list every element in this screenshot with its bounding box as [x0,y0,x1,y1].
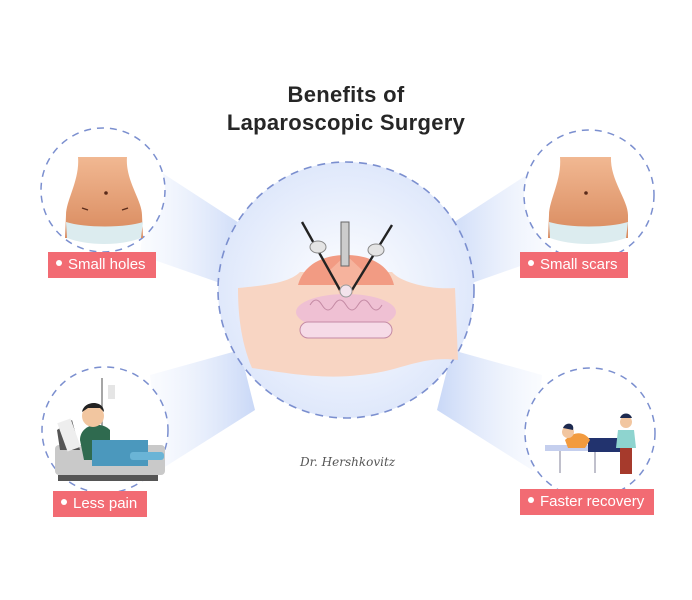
label-small-scars: Small scars [520,252,628,278]
label-text: Small scars [540,256,618,273]
bullet-dot-icon [528,260,534,267]
label-small-holes: Small holes [48,252,156,278]
illustration-small-holes [40,127,166,253]
label-less-pain: Less pain [53,491,148,517]
label-text: Faster recovery [540,493,645,510]
title-line-2: Laparoscopic Surgery [226,110,466,135]
center-illustration [217,161,475,419]
bullet-dot-icon [61,499,67,506]
label-text: Less pain [73,495,138,512]
illustration-faster-recovery [524,367,656,499]
illustration-less-pain [41,366,169,494]
label-faster-recovery: Faster recovery [520,489,655,515]
bullet-dot-icon [56,260,62,267]
bullet-dot-icon [528,497,534,504]
beam-bottom-right [437,350,542,470]
label-text: Small holes [68,256,146,273]
beam-bottom-left [150,350,255,470]
signature: Dr. Hershkovitz [300,455,396,469]
illustration-small-scars [523,129,655,261]
title-line-1: Benefits of [287,82,405,107]
